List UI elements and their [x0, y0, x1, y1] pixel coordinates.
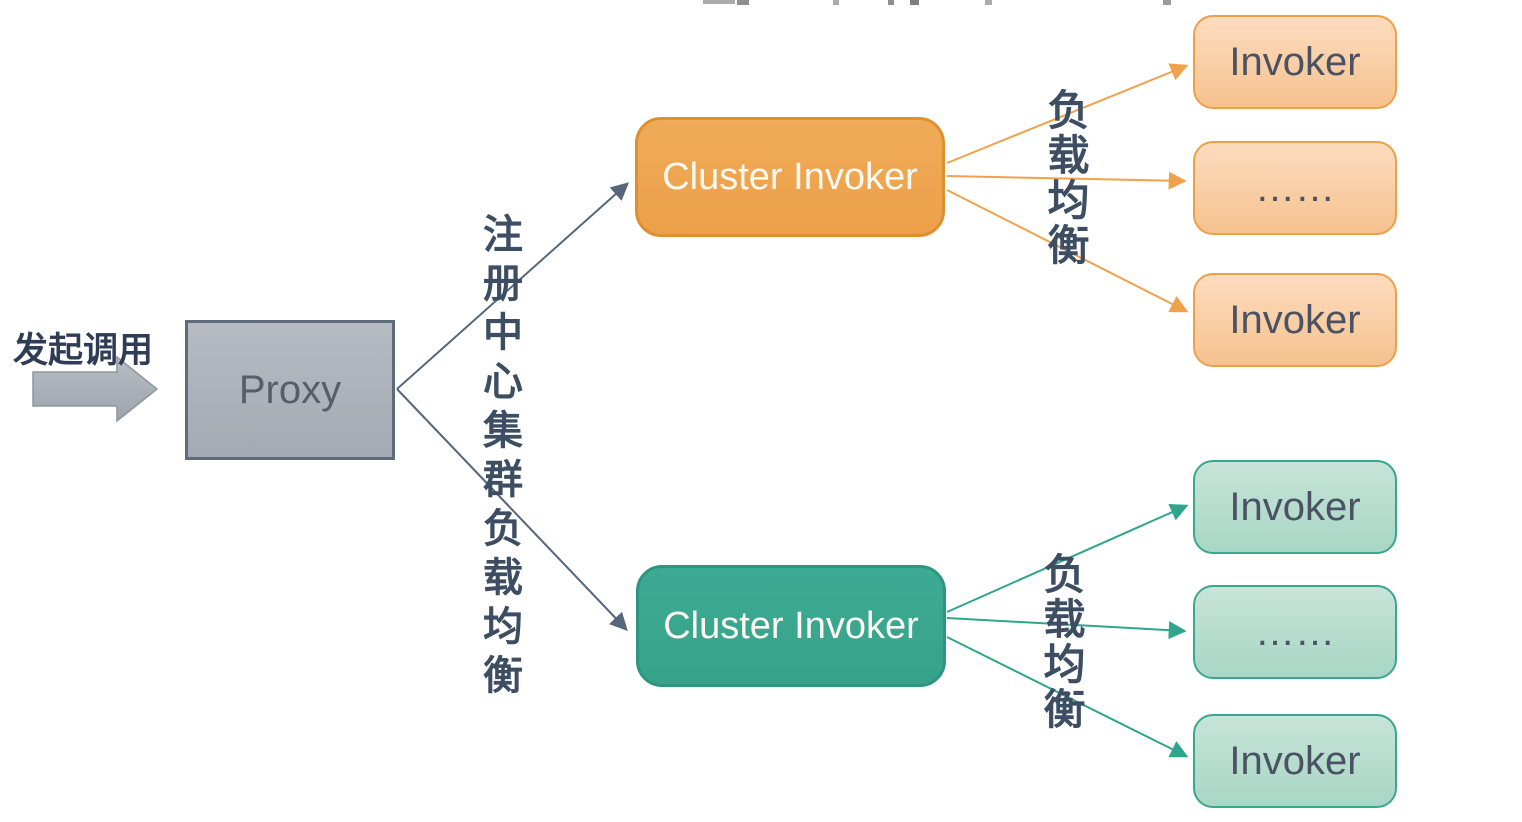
- top-cluster-invoker-label: Cluster Invoker: [662, 155, 918, 198]
- proxy-node: Proxy: [185, 320, 395, 460]
- top-invoker-label-1: Invoker: [1229, 39, 1361, 84]
- cropped-title-fragments: [703, 0, 1171, 5]
- bottom-invoker-node-1: Invoker: [1193, 460, 1397, 554]
- top-invoker-label-2: Invoker: [1229, 297, 1361, 342]
- bottom-invoker-node-2: Invoker: [1193, 714, 1397, 808]
- bottom-loadbalance-label: 负载均衡: [1038, 552, 1085, 732]
- bottom-invoker-ellipsis-label: ……: [1255, 609, 1335, 654]
- top-cluster-invoker-node: Cluster Invoker: [635, 117, 945, 237]
- bottom-cluster-invoker-node: Cluster Invoker: [636, 565, 946, 687]
- proxy-label: Proxy: [238, 367, 342, 412]
- top-loadbalance-label: 负载均衡: [1042, 88, 1089, 268]
- registry-cluster-loadbalance-label: 注册中心集群负载均衡: [477, 213, 521, 703]
- top-invoker-node-1: Invoker: [1193, 15, 1397, 109]
- bottom-invoker-label-1: Invoker: [1229, 484, 1361, 529]
- bottom-cluster-invoker-label: Cluster Invoker: [663, 604, 919, 647]
- bottom-invoker-label-2: Invoker: [1229, 738, 1361, 783]
- top-invoker-node-ellipsis: ……: [1193, 141, 1397, 235]
- bottom-invoker-node-ellipsis: ……: [1193, 585, 1397, 679]
- caller-label: 发起调用: [13, 331, 154, 370]
- top-invoker-ellipsis-label: ……: [1255, 165, 1335, 210]
- top-invoker-node-2: Invoker: [1193, 273, 1397, 367]
